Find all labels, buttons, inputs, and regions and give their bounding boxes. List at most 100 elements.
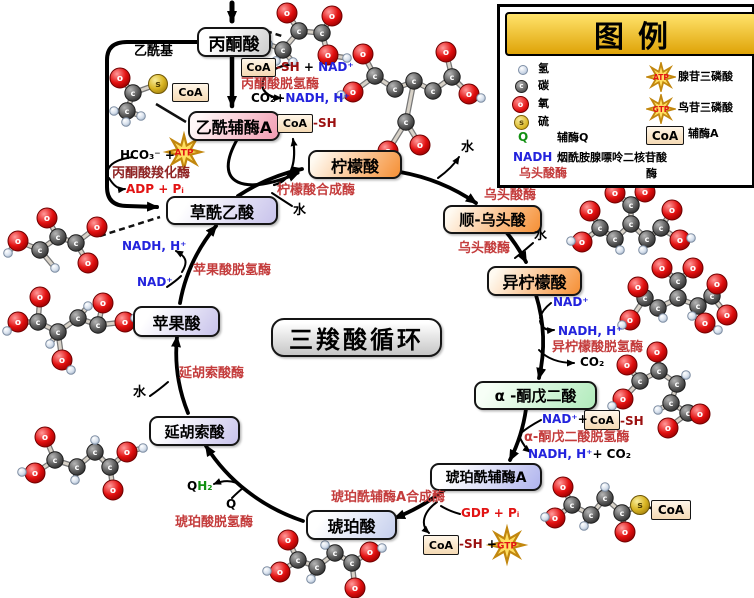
svg-text:c: c [450, 73, 455, 82]
svg-text:o: o [702, 319, 708, 329]
reaction-arrow [166, 275, 182, 288]
carbon-atom-icon: c [515, 80, 528, 93]
svg-text:o: o [59, 356, 65, 366]
svg-text:c: c [696, 302, 701, 311]
svg-text:c: c [350, 559, 355, 568]
svg-text:c: c [56, 328, 61, 337]
svg-text:c: c [315, 563, 320, 572]
legend-enzyme-label: 酶 [646, 167, 657, 180]
reaction-arrow [149, 381, 169, 397]
diagram-label: 延胡索酸酶 [179, 366, 245, 381]
svg-text:c: c [659, 224, 664, 233]
diagram-label: 水 [461, 140, 475, 155]
diagram-label: -SH + [459, 537, 497, 551]
svg-text:c: c [676, 277, 681, 286]
reaction-arrow [178, 224, 218, 305]
svg-text:c: c [645, 235, 650, 244]
svg-text:o: o [654, 348, 660, 358]
reaction-arrow [107, 156, 134, 171]
svg-text:c: c [74, 239, 79, 248]
diagram-label: NAD⁺+ [542, 412, 588, 426]
reaction-arrow [534, 293, 547, 380]
svg-text:o: o [37, 293, 43, 303]
coa-chip: CoA [646, 126, 684, 145]
gtp-star-icon: GTP [485, 523, 529, 567]
diagram-label: Q [226, 497, 237, 511]
svg-text:o: o [417, 141, 423, 151]
svg-text:o: o [579, 238, 585, 248]
svg-text:o: o [15, 237, 21, 247]
svg-text:c: c [598, 224, 603, 233]
legend-enzyme-symbol: 乌头酸酶 [519, 166, 568, 180]
node-cycle-title: 三羧酸循环 [271, 318, 442, 357]
diagram-label: CO₂+NADH, H⁺ [251, 91, 350, 105]
svg-text:GTP: GTP [497, 542, 517, 552]
svg-text:o: o [612, 189, 618, 199]
diagram-label: 丙酮酸脱氢酶 [241, 77, 320, 92]
diagram-label: HCO₃⁻ + [120, 148, 175, 162]
svg-text:c: c [603, 494, 608, 503]
svg-text:o: o [100, 299, 106, 309]
reaction-arrow [514, 242, 534, 259]
reaction-arrow [213, 478, 244, 488]
sulfur-atom-icon: s [514, 115, 529, 130]
svg-text:o: o [552, 514, 558, 524]
svg-text:ATP: ATP [174, 149, 193, 159]
svg-text:c: c [710, 292, 715, 301]
svg-text:o: o [724, 311, 730, 321]
reaction-arrow [105, 40, 199, 212]
diagram-label: -SH [313, 116, 337, 130]
node-succinyl-coa: 琥珀酰辅酶A [430, 463, 542, 491]
diagram-label: α-酮戊二酸脱氢酶 [524, 430, 630, 445]
reaction-arrow [538, 349, 575, 367]
svg-text:c: c [393, 85, 398, 94]
diagram-label: NAD⁺ [137, 275, 173, 289]
svg-text:c: c [320, 29, 325, 38]
diagram-label: NADH, H⁺ [558, 324, 623, 338]
legend-hydrogen-label: 氢 [538, 62, 549, 75]
diagram-label: QH₂ [187, 479, 213, 493]
diagram-label: NAD⁺ [553, 295, 589, 309]
svg-text:c: c [570, 501, 575, 510]
reaction-arrow [271, 192, 293, 207]
reaction-arrow [437, 156, 460, 179]
node-malate: 苹果酸 [133, 306, 220, 337]
svg-text:ATP: ATP [653, 73, 669, 82]
reaction-arrow [520, 419, 542, 434]
svg-text:c: c [38, 246, 43, 255]
svg-text:o: o [690, 264, 696, 274]
coa-chip: CoA [277, 114, 313, 133]
reaction-arrow [508, 407, 528, 462]
svg-text:c: c [108, 463, 113, 472]
reaction-arrow [108, 177, 126, 194]
reaction-arrow [398, 170, 478, 205]
coa-chip: CoA [423, 535, 459, 555]
svg-text:o: o [665, 424, 671, 434]
diagram-label: 水 [534, 228, 548, 243]
legend-coa-label: 辅酶A [688, 127, 719, 140]
svg-text:c: c [297, 27, 302, 36]
svg-text:c: c [56, 233, 61, 242]
diagram-label: 乌头酸酶 [458, 241, 511, 256]
diagram-label: CO₂ [580, 355, 605, 369]
svg-text:o: o [277, 568, 283, 578]
svg-text:o: o [627, 316, 633, 326]
svg-text:o: o [42, 433, 48, 443]
svg-text:s: s [637, 501, 642, 511]
svg-text:c: c [675, 380, 680, 389]
svg-text:c: c [125, 107, 130, 116]
node-alpha-ketoglutarate: α -酮戊二酸 [474, 381, 597, 410]
legend-atp-label: 腺苷三磷酸 [678, 70, 733, 83]
diagram-label: NADH, H⁺+ CO₂ [528, 447, 631, 461]
svg-text:c: c [643, 294, 648, 303]
legend-nadh-symbol: NADH [513, 150, 553, 164]
coenzyme-q-icon: Q [518, 130, 529, 144]
svg-text:c: c [404, 118, 409, 127]
